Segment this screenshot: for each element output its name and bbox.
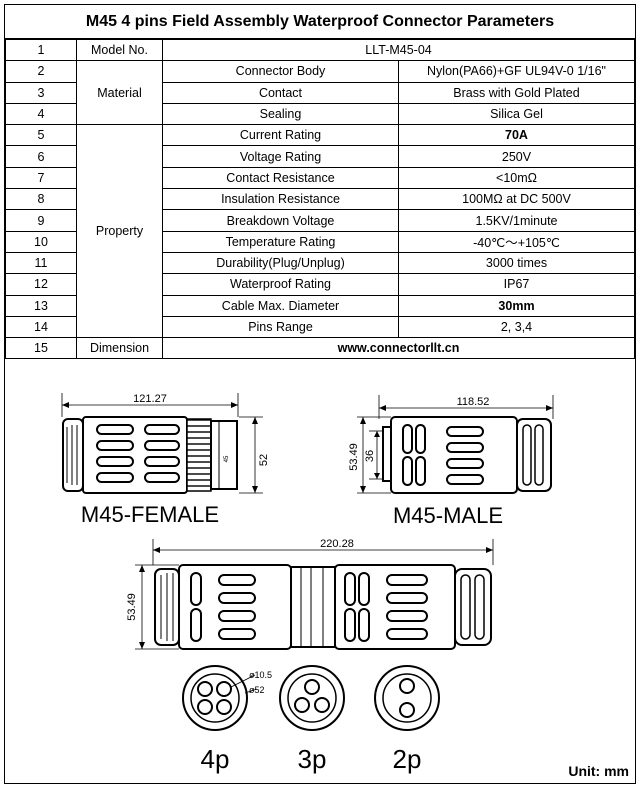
assembly-length-dim: 220.28 <box>320 538 354 550</box>
row-category: Material <box>76 60 163 126</box>
row-value: LLT-M45-04 <box>162 38 635 62</box>
row-number: 3 <box>5 81 77 104</box>
row-name: Current Rating <box>162 124 399 147</box>
row-value: <10mΩ <box>398 166 635 190</box>
face-4p-label: 4p <box>201 744 230 774</box>
row-name: Insulation Resistance <box>162 188 399 211</box>
row-value: 1.5KV/1minute <box>398 209 635 232</box>
male-length-dim: 118.52 <box>457 396 490 408</box>
table-row: 8 Insulation Resistance 100MΩ at DC 500V <box>5 188 635 211</box>
row-name: Breakdown Voltage <box>162 209 399 232</box>
row-name: Contact Resistance <box>162 166 399 190</box>
row-name: Sealing <box>162 102 399 126</box>
row-value: 250V <box>398 145 635 168</box>
male-label: M45-MALE <box>393 503 503 528</box>
row-value: IP67 <box>398 273 635 296</box>
row-value: Nylon(PA66)+GF UL94V-0 1/16" <box>398 60 635 83</box>
row-name: Waterproof Rating <box>162 273 399 296</box>
face-3p-label: 3p <box>298 744 327 774</box>
row-name: Pins Range <box>162 315 399 339</box>
dimension-drawing: 121.27 45 52 M45-FEMALE <box>61 393 554 774</box>
table-row: 1 Model No. LLT-M45-04 <box>5 38 635 62</box>
row-number: 15 <box>5 337 77 360</box>
row-value: 100MΩ at DC 500V <box>398 188 635 211</box>
male-inner-height-dim: 36 <box>364 450 376 462</box>
face-3p: 3p <box>279 665 345 774</box>
row-value: Silica Gel <box>398 102 635 126</box>
female-label: M45-FEMALE <box>81 502 219 527</box>
row-number: 7 <box>5 166 77 190</box>
table-row: 2 Material Connector Body Nylon(PA66)+GF… <box>5 60 635 126</box>
row-value: 2, 3,4 <box>398 315 635 339</box>
row-value: 30mm <box>398 294 635 317</box>
website-link[interactable]: www.connectorllt.cn <box>162 337 635 360</box>
table-row: 3 Contact Brass with Gold Plated <box>5 81 635 104</box>
face-4p: ø10.5 ø52 4p <box>182 665 272 774</box>
female-connector: 121.27 45 52 M45-FEMALE <box>61 393 270 527</box>
table-row: 11 Durability(Plug/Unplug) 3000 times <box>5 251 635 275</box>
row-number: 11 <box>5 251 77 275</box>
assembly-height-dim: 53.49 <box>126 593 138 621</box>
row-number: 1 <box>5 38 77 62</box>
row-name: Cable Max. Diameter <box>162 294 399 317</box>
sheet-title: M45 4 pins Field Assembly Waterproof Con… <box>5 5 635 39</box>
table-row: 15 Dimension www.connectorllt.cn <box>5 337 635 360</box>
face-2p: 2p <box>374 665 440 774</box>
row-value: -40℃～+105℃ <box>398 230 635 253</box>
female-mark: 45 <box>224 455 230 462</box>
row-value: 3000 times <box>398 251 635 275</box>
row-number: 12 <box>5 273 77 296</box>
parameter-sheet: M45 4 pins Field Assembly Waterproof Con… <box>4 4 636 784</box>
face-2p-label: 2p <box>393 744 422 774</box>
male-outer-height-dim: 53.49 <box>348 443 360 471</box>
row-number: 8 <box>5 188 77 211</box>
row-number: 9 <box>5 209 77 232</box>
row-value: 70A <box>398 124 635 147</box>
row-value: Brass with Gold Plated <box>398 81 635 104</box>
row-name: Connector Body <box>162 60 399 83</box>
row-number: 5 <box>5 124 77 147</box>
pin-diameter-dim: ø10.5 <box>249 670 272 680</box>
assembly-view: 220.28 <box>126 538 494 650</box>
row-number: 10 <box>5 230 77 253</box>
female-height-dim: 52 <box>258 454 270 466</box>
row-number: 13 <box>5 294 77 317</box>
face-diameter-dim: ø52 <box>249 685 265 695</box>
row-name: Temperature Rating <box>162 230 399 253</box>
row-name: Voltage Rating <box>162 145 399 168</box>
row-number: 4 <box>5 102 77 126</box>
row-category: Model No. <box>76 38 163 62</box>
row-category: Dimension <box>76 337 163 360</box>
row-number: 2 <box>5 60 77 83</box>
table-row: 6 Voltage Rating 250V <box>5 145 635 168</box>
male-connector: 118.52 53.49 36 M45- <box>348 395 554 528</box>
row-name: Durability(Plug/Unplug) <box>162 251 399 275</box>
female-length-dim: 121.27 <box>133 393 167 405</box>
row-name: Contact <box>162 81 399 104</box>
unit-label: Unit: mm <box>568 763 629 779</box>
row-number: 6 <box>5 145 77 168</box>
parameter-table: 1 Model No. LLT-M45-04 2 Material Connec… <box>5 38 635 360</box>
row-category: Property <box>76 124 163 339</box>
table-row: 5 Property Current Rating 70A <box>5 124 635 339</box>
row-number: 14 <box>5 315 77 339</box>
table-row: 9 Breakdown Voltage 1.5KV/1minute <box>5 209 635 232</box>
table-row: 10 Temperature Rating -40℃～+105℃ <box>5 230 635 253</box>
